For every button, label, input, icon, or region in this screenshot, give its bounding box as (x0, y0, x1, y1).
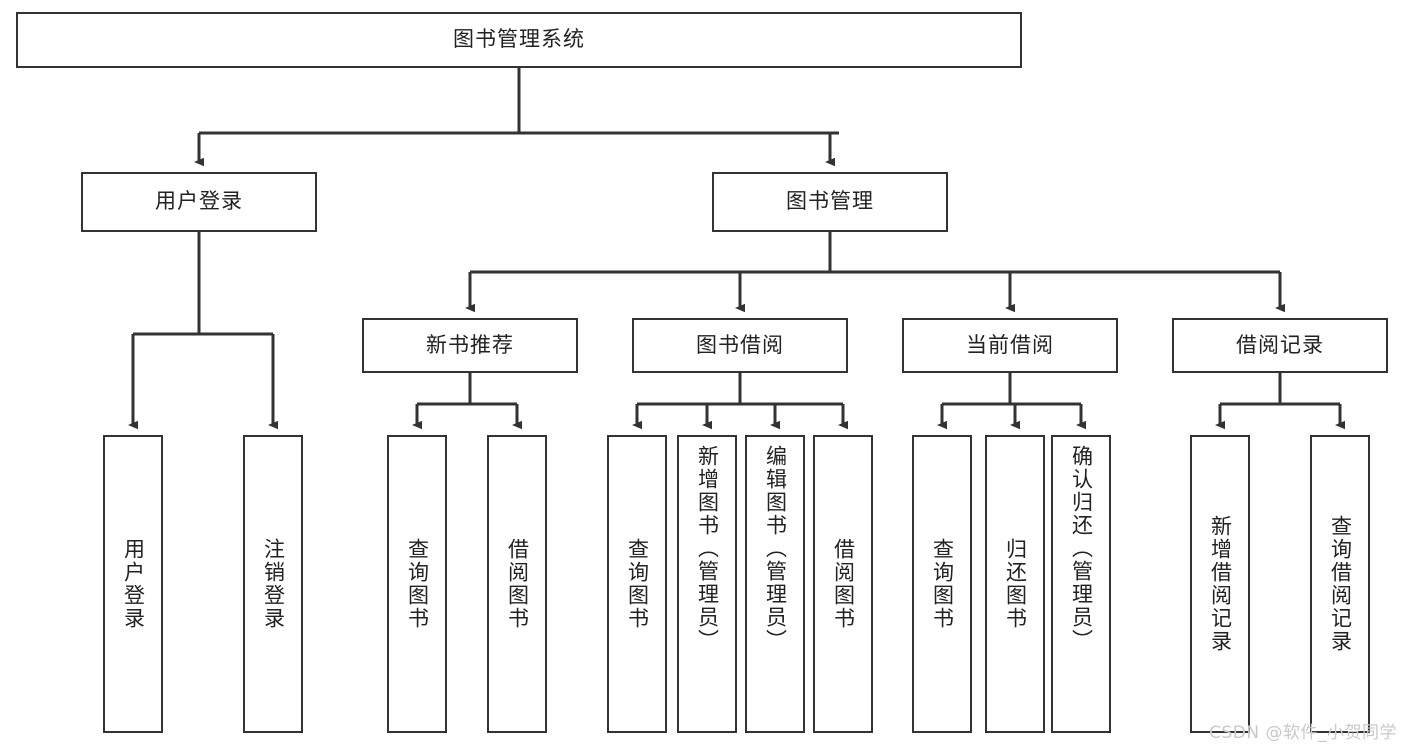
leaf-newbook-borrow-book[interactable]: 借阅图书 (487, 435, 547, 733)
leaf-borrow-query-book[interactable]: 查询图书 (607, 435, 667, 733)
leaf-newbook-borrow-book-label: 借阅图书 (505, 538, 530, 630)
node-borrow-record-label: 借阅记录 (1236, 332, 1324, 357)
leaf-current-confirm-return-admin[interactable]: 确认归还（管理员） (1051, 435, 1111, 733)
node-book-borrow[interactable]: 图书借阅 (632, 318, 848, 373)
leaf-record-add[interactable]: 新增借阅记录 (1190, 435, 1250, 733)
leaf-newbook-query-book-label: 查询图书 (405, 538, 430, 630)
node-book-borrow-label: 图书借阅 (696, 332, 784, 357)
leaf-borrow-borrow-book[interactable]: 借阅图书 (813, 435, 873, 733)
leaf-borrow-borrow-book-label: 借阅图书 (831, 538, 856, 630)
leaf-logout-label: 注销登录 (261, 538, 286, 630)
leaf-record-query[interactable]: 查询借阅记录 (1310, 435, 1370, 733)
node-current-borrow[interactable]: 当前借阅 (902, 318, 1118, 373)
node-new-book-recommend[interactable]: 新书推荐 (362, 318, 578, 373)
leaf-current-return-book-label: 归还图书 (1003, 538, 1028, 630)
node-user-login[interactable]: 用户登录 (81, 172, 317, 232)
leaf-user-login-label: 用户登录 (121, 538, 146, 630)
csdn-watermark: CSDN @软件_小贺同学 (1209, 723, 1397, 743)
node-book-management[interactable]: 图书管理 (712, 172, 948, 232)
node-new-book-recommend-label: 新书推荐 (426, 332, 514, 357)
leaf-borrow-add-book-admin-label: 新增图书（管理员） (695, 445, 720, 652)
leaf-newbook-query-book[interactable]: 查询图书 (387, 435, 447, 733)
leaf-current-query-book-label: 查询图书 (930, 538, 955, 630)
leaf-record-query-label: 查询借阅记录 (1328, 515, 1353, 653)
node-root-label: 图书管理系统 (453, 27, 585, 52)
leaf-current-confirm-return-admin-label: 确认归还（管理员） (1069, 445, 1094, 652)
leaf-current-return-book[interactable]: 归还图书 (985, 435, 1045, 733)
node-borrow-record[interactable]: 借阅记录 (1172, 318, 1388, 373)
leaf-borrow-add-book-admin[interactable]: 新增图书（管理员） (677, 435, 737, 733)
leaf-record-add-label: 新增借阅记录 (1208, 515, 1233, 653)
leaf-borrow-query-book-label: 查询图书 (625, 538, 650, 630)
node-root[interactable]: 图书管理系统 (16, 12, 1022, 68)
node-book-management-label: 图书管理 (786, 189, 874, 214)
node-current-borrow-label: 当前借阅 (966, 332, 1054, 357)
node-user-login-label: 用户登录 (155, 189, 243, 214)
leaf-current-query-book[interactable]: 查询图书 (912, 435, 972, 733)
leaf-user-login[interactable]: 用户登录 (103, 435, 163, 733)
leaf-logout[interactable]: 注销登录 (243, 435, 303, 733)
leaf-borrow-edit-book-admin[interactable]: 编辑图书（管理员） (745, 435, 805, 733)
leaf-borrow-edit-book-admin-label: 编辑图书（管理员） (763, 445, 788, 652)
